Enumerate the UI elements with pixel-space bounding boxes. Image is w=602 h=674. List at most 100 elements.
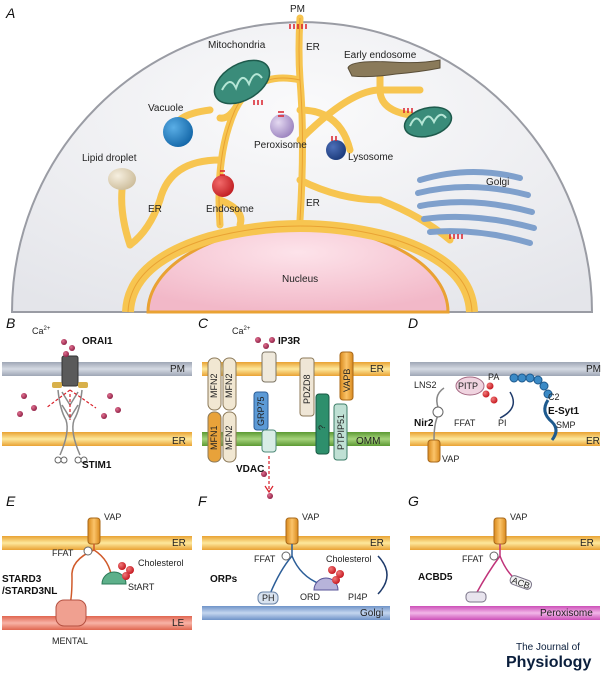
e-le-band [2, 616, 192, 630]
label-golgi: Golgi [486, 177, 509, 188]
mental-domain [55, 599, 87, 627]
d-pa-label: PA [488, 372, 499, 382]
f-orps-label: ORPs [210, 574, 238, 585]
label-er-mid: ER [306, 198, 320, 209]
d-c2-label: C2 [548, 392, 560, 402]
label-lysosome: Lysosome [348, 152, 394, 163]
vacuole [163, 117, 193, 147]
b-er-label: ER [172, 436, 186, 447]
g-vap [493, 517, 507, 545]
early-endosome [347, 59, 441, 78]
panel-label-f: F [198, 493, 208, 509]
e-le-label: LE [172, 618, 185, 629]
d-nir2-label: Nir2 [414, 418, 434, 429]
d-pm-label: PM [586, 364, 601, 375]
esyt1-c2-domains [509, 373, 553, 399]
vdac-channel [261, 429, 277, 453]
f-golgi-label: Golgi [360, 608, 383, 619]
nuclear-er-edge [127, 225, 473, 313]
grp75 [253, 391, 269, 431]
mitochondrion-a [213, 59, 271, 105]
start-domain [101, 571, 127, 585]
c-ca-arrowhead [264, 485, 274, 494]
e-ffat [83, 546, 93, 556]
esyt1-smp [543, 399, 558, 441]
orai1-foot-right [78, 382, 88, 388]
f-golgi-band [202, 606, 390, 620]
e-vap [87, 517, 101, 545]
label-early-endosome: Early endosome [344, 50, 417, 61]
ph-domain [257, 591, 279, 605]
orai1-channel [61, 355, 79, 387]
d-lipid-transfer-arrow [499, 391, 515, 419]
label-mfn2-a: MFN2 [209, 374, 219, 399]
stim1-ef-hands [54, 456, 88, 464]
label-ptpip51: PTPIP51 [336, 414, 346, 450]
f-cholesterol-label: Cholesterol [326, 554, 372, 564]
b-ca-flux-arrows [45, 389, 97, 420]
g-peroxisome-label: Peroxisome [540, 608, 593, 619]
pdzd8 [299, 357, 315, 417]
d-smp-label: SMP [556, 420, 576, 430]
d-lns2-label: LNS2 [414, 380, 437, 390]
label-vapb: VAPB [342, 369, 352, 392]
panel-label-a: A [5, 5, 15, 21]
e-stard3nl-label: /STARD3NL [2, 586, 57, 597]
pitp-domain [455, 376, 485, 396]
f-ord-label: ORD [300, 592, 321, 602]
panel-label-c: C [198, 315, 209, 331]
journal-logo-line2: Physiology [506, 654, 591, 671]
d-vap [427, 439, 441, 463]
c-er-label: ER [370, 364, 384, 375]
g-membrane-anchor [465, 591, 487, 603]
f-cholesterol-dots [328, 566, 344, 584]
f-vap-label: VAP [302, 512, 319, 522]
label-vacuole: Vacuole [148, 103, 184, 114]
panel-label-e: E [6, 493, 16, 509]
label-pm: PM [290, 4, 305, 15]
journal-logo-line1: The Journal of [516, 642, 580, 653]
lysosome [326, 140, 346, 160]
g-acbd5-label: ACBD5 [418, 572, 453, 583]
f-exchange-arrow [377, 555, 388, 595]
peroxisome [270, 114, 294, 138]
e-mental-label: MENTAL [52, 636, 88, 646]
ord-domain [313, 577, 339, 591]
d-esyt1-label: E-Syt1 [548, 406, 580, 417]
b-pm-band [2, 362, 192, 376]
e-ffat-label: FFAT [52, 548, 74, 558]
label-endosome: Endosome [206, 204, 254, 215]
g-ffat [489, 551, 499, 561]
nir2-ffat [432, 406, 444, 418]
label-peroxisome: Peroxisome [254, 140, 307, 151]
label-pdzd8: PDZD8 [302, 374, 312, 404]
e-er-label: ER [172, 538, 186, 549]
vapb [339, 351, 354, 401]
c-ca-label: Ca2+ [232, 326, 251, 336]
e-cholesterol-dots [118, 562, 134, 580]
label-mfn1: MFN1 [209, 426, 219, 451]
e-stard3-label: STARD3 [2, 574, 42, 585]
contact-site-marks [220, 24, 463, 239]
unknown-protein [315, 393, 330, 455]
ptpip51 [333, 403, 348, 461]
g-linker [475, 544, 501, 595]
d-er-label: ER [586, 436, 600, 447]
d-vap-label: VAP [442, 454, 459, 464]
e-vap-label: VAP [104, 512, 121, 522]
label-lipid-droplet: Lipid droplet [82, 153, 137, 164]
label-mitochondria: Mitochondria [208, 40, 266, 51]
f-pi4p-label: PI4P [348, 592, 368, 602]
d-ffat-label: FFAT [454, 418, 476, 428]
d-pi-label: PI [498, 418, 507, 428]
label-mfn2-b: MFN2 [224, 374, 234, 399]
g-vap-label: VAP [510, 512, 527, 522]
label-er-left: ER [148, 204, 162, 215]
mfn-stack [207, 357, 237, 463]
g-peroxisome-band [410, 606, 600, 620]
f-vap [285, 517, 299, 545]
b-pm-label: PM [170, 364, 185, 375]
d-pm-band [410, 362, 600, 376]
g-ffat-label: FFAT [462, 554, 484, 564]
e-cholesterol-label: Cholesterol [138, 558, 184, 568]
